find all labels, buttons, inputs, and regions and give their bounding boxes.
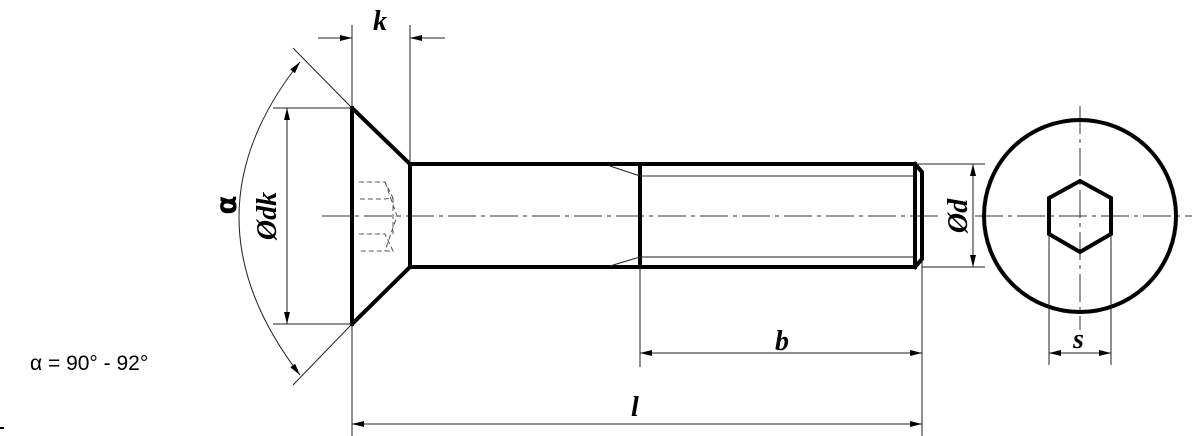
b-label: b [775, 326, 789, 357]
k-label: k [373, 6, 387, 37]
s-label: s [1072, 324, 1084, 355]
alpha-label: α [210, 195, 243, 214]
socket-hidden-bottom [359, 233, 394, 252]
head-cone-bottom [349, 264, 413, 327]
thread-runout-bottom [609, 256, 641, 267]
dk-label: Ødk [252, 192, 283, 241]
l-label: l [631, 392, 639, 423]
head-end-view-circle [982, 118, 1178, 314]
head-cone-top [349, 105, 413, 167]
hex-socket [1047, 178, 1113, 255]
socket-hidden-tip [384, 181, 398, 252]
end-chamfer [912, 161, 924, 270]
thread-runout-top [609, 165, 641, 177]
angle-note: α = 90° - 92° [30, 352, 149, 375]
screw-side-view [349, 105, 924, 327]
d-label: Ød [943, 198, 974, 234]
alpha-angle-arc [238, 61, 301, 376]
